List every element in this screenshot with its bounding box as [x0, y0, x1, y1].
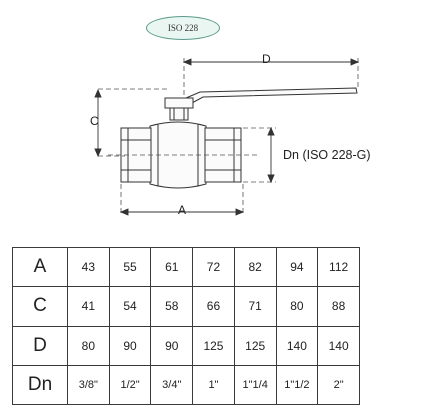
valve-stem-nut [164, 97, 194, 109]
table-cell: 88 [317, 286, 360, 327]
dimensions-table: A 43 55 61 72 82 94 112 C 41 54 58 66 71… [12, 246, 360, 406]
table-cell: 66 [192, 286, 235, 327]
table-row-d: D 80 90 90 125 125 140 140 [12, 325, 360, 366]
table-cell: 82 [233, 246, 277, 288]
table-cell: 140 [275, 325, 319, 366]
table-cell: 1" [192, 364, 235, 406]
table-cell: 55 [108, 246, 152, 288]
table-cell: 3/8" [67, 364, 110, 406]
table-cell: 1"1/2 [275, 364, 319, 406]
dimension-label-c: C [90, 114, 99, 128]
table-cell: 140 [317, 325, 360, 366]
row-label: C [12, 286, 68, 327]
table-cell: 125 [233, 325, 277, 366]
table-cell: 54 [108, 286, 152, 327]
dimension-label-a: A [178, 203, 187, 217]
table-row-dn: Dn 3/8" 1/2" 3/4" 1" 1"1/4 1"1/2 2" [12, 364, 360, 406]
row-label: A [12, 246, 68, 288]
table-cell: 1/2" [108, 364, 152, 406]
table-cell: 112 [317, 246, 360, 288]
table-cell: 61 [150, 246, 194, 288]
table-cell: 72 [192, 246, 235, 288]
table-cell: 58 [150, 286, 194, 327]
table-cell: 71 [233, 286, 277, 327]
valve-handle-lever [185, 87, 358, 104]
dimension-label-d: D [262, 52, 271, 66]
table-cell: 90 [150, 325, 194, 366]
table-cell: 90 [108, 325, 152, 366]
table-cell: 94 [275, 246, 319, 288]
table-cell: 43 [67, 246, 110, 288]
table-row-c: C 41 54 58 66 71 80 88 [12, 286, 360, 327]
dimension-label-dn: Dn (ISO 228-G) [283, 148, 371, 162]
iso-standard-badge: ISO 228 [146, 16, 220, 40]
valve-body [149, 121, 207, 189]
table-cell: 80 [67, 325, 110, 366]
table-cell: 1"1/4 [233, 364, 277, 406]
table-cell: 80 [275, 286, 319, 327]
row-label: D [12, 325, 68, 366]
ball-valve-diagram [94, 58, 360, 216]
table-cell: 3/4" [150, 364, 194, 406]
table-row-a: A 43 55 61 72 82 94 112 [12, 246, 360, 288]
table-cell: 2" [317, 364, 360, 406]
table-cell: 125 [192, 325, 235, 366]
valve-technical-drawing: ISO 228 D C A Dn (ISO 228-G) [90, 16, 371, 217]
table-cell: 41 [67, 286, 110, 327]
row-label: Dn [12, 364, 68, 406]
